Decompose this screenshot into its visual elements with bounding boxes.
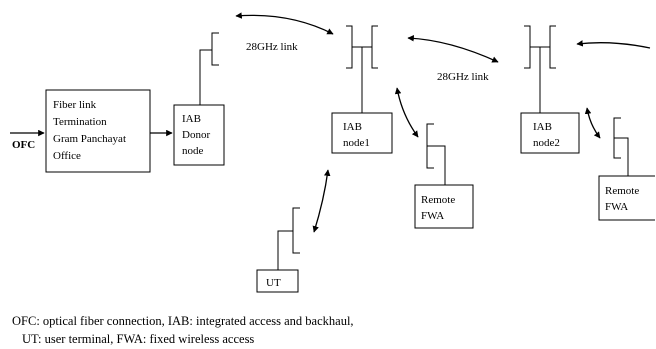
remote-fwa1-box — [414, 184, 474, 229]
node1-to-remote1-arrow — [394, 87, 419, 138]
remote1-box-line-2: FWA — [421, 210, 444, 222]
link1-label: 28GHz link — [246, 41, 298, 53]
node1-box-line-2: node1 — [343, 137, 370, 149]
ut-box — [256, 269, 299, 293]
donor-box-line-1: IAB — [182, 113, 201, 125]
node2-box-line-1: IAB — [533, 121, 552, 133]
node1-box-line-1: IAB — [343, 121, 362, 133]
remote2-antenna-mast — [614, 137, 629, 176]
link2-label: 28GHz link — [437, 71, 489, 83]
remote1-antenna-mast — [427, 145, 446, 185]
ut-antenna-mast — [277, 230, 293, 270]
link1-arrow — [235, 12, 334, 35]
fiber-box-line-1: Fiber link — [53, 99, 97, 111]
donor-box-line-3: node — [182, 145, 204, 157]
ut-box-label: UT — [266, 277, 281, 289]
donor-box-line-2: Donor — [182, 129, 210, 141]
node2-antenna-right — [549, 25, 556, 69]
iab-node1-box — [331, 112, 393, 154]
legend-line-1: OFC: optical fiber connection, IAB: inte… — [12, 314, 354, 328]
donor-antenna-mast — [199, 49, 212, 105]
iab-donor-box — [173, 104, 225, 166]
node2-box-line-2: node2 — [533, 137, 560, 149]
remote2-box-line-2: FWA — [605, 201, 628, 213]
remote-fwa2-box — [598, 175, 655, 221]
node2-antenna-left — [524, 25, 531, 69]
fiber-box-line-4: Office — [53, 150, 81, 162]
fiber-box-line-2: Termination — [53, 116, 107, 128]
remote2-box-line-1: Remote — [605, 185, 639, 197]
donor-antenna-bracket — [211, 32, 219, 66]
ofc-label: OFC — [12, 139, 35, 151]
node2-to-remote2-arrow — [584, 107, 601, 139]
ut-antenna-bracket — [292, 207, 300, 254]
legend-line-2: UT: user terminal, FWA: fixed wireless a… — [22, 332, 254, 346]
fiber-termination-box — [45, 89, 151, 173]
node1-antenna-right — [371, 25, 378, 69]
fiber-box-line-3: Gram Panchayat — [53, 133, 126, 145]
link2-arrow — [407, 35, 499, 63]
link3-arrow — [576, 40, 651, 49]
remote1-box-line-1: Remote — [421, 194, 455, 206]
iab-node2-box — [520, 112, 580, 154]
node1-to-ut-arrow — [312, 169, 331, 233]
node1-antenna-left — [346, 25, 353, 69]
